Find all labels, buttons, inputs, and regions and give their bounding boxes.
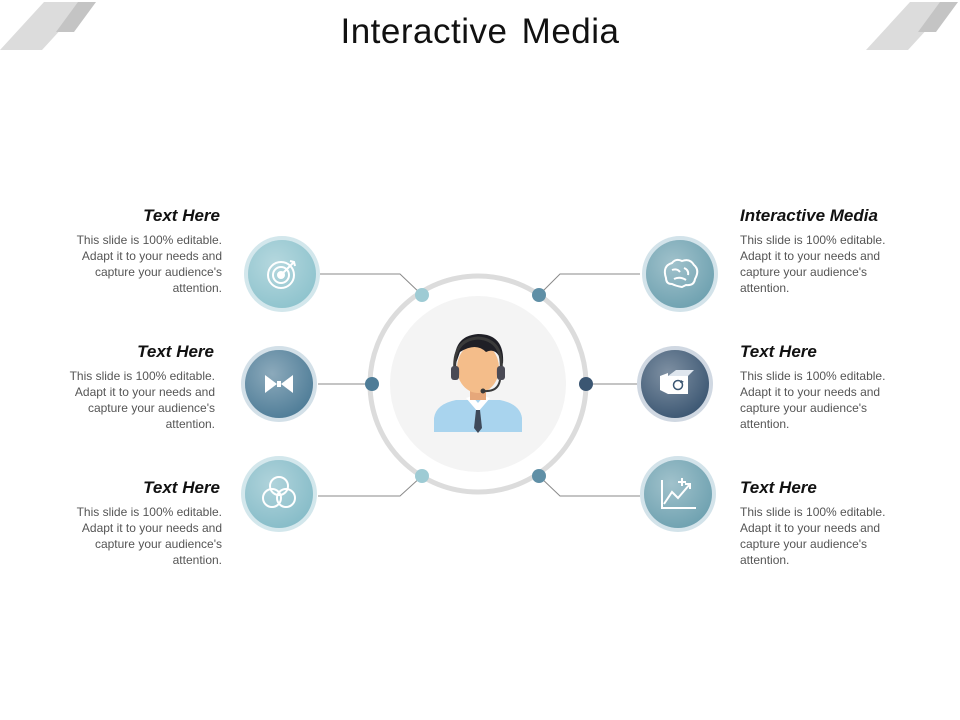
connector-line-3 <box>318 475 423 497</box>
item-circle-3 <box>241 456 317 532</box>
ring-dot-2 <box>365 377 379 391</box>
target-icon <box>267 260 296 289</box>
item-heading-2: Text Here <box>137 342 214 361</box>
brain-icon <box>663 258 699 289</box>
bowtie-icon <box>265 375 293 393</box>
ring-dot-3 <box>415 469 429 483</box>
item-circle-6 <box>640 456 716 532</box>
page-title: Interactive Media <box>340 12 620 51</box>
item-heading-5: Text Here <box>740 342 817 361</box>
recycle-box-icon <box>660 370 694 394</box>
item-text-3: This slide is 100% editable. Adapt it to… <box>76 505 222 567</box>
item-heading-6: Text Here <box>740 478 817 497</box>
item-text-2: This slide is 100% editable. Adapt it to… <box>69 369 215 431</box>
connector-line-1 <box>320 273 423 296</box>
ring-dot-4 <box>532 288 546 302</box>
corner-stripes-top-left <box>0 2 96 50</box>
item-text-4: This slide is 100% editable. Adapt it to… <box>740 233 886 295</box>
venn-circles-icon <box>262 476 296 508</box>
connector-line-6 <box>538 475 640 497</box>
item-circle-4 <box>642 236 718 312</box>
item-heading-3: Text Here <box>143 478 220 497</box>
connector-line-4 <box>538 273 640 296</box>
ring-dot-6 <box>532 469 546 483</box>
corner-stripes-top-right <box>866 2 958 50</box>
item-text-6: This slide is 100% editable. Adapt it to… <box>740 505 886 567</box>
item-circle-5 <box>637 346 713 422</box>
ring-dots <box>365 288 593 483</box>
connector-lines <box>318 273 640 497</box>
growth-chart-icon <box>661 478 696 509</box>
item-text-5: This slide is 100% editable. Adapt it to… <box>740 369 886 431</box>
item-circle-2 <box>241 346 317 422</box>
item-circle-1 <box>244 236 320 312</box>
customer-support-agent-icon <box>434 334 522 433</box>
item-heading-4: Interactive Media <box>740 206 878 225</box>
item-text-1: This slide is 100% editable. Adapt it to… <box>76 233 222 295</box>
ring-dot-5 <box>579 377 593 391</box>
ring-dot-1 <box>415 288 429 302</box>
item-heading-1: Text Here <box>143 206 220 225</box>
